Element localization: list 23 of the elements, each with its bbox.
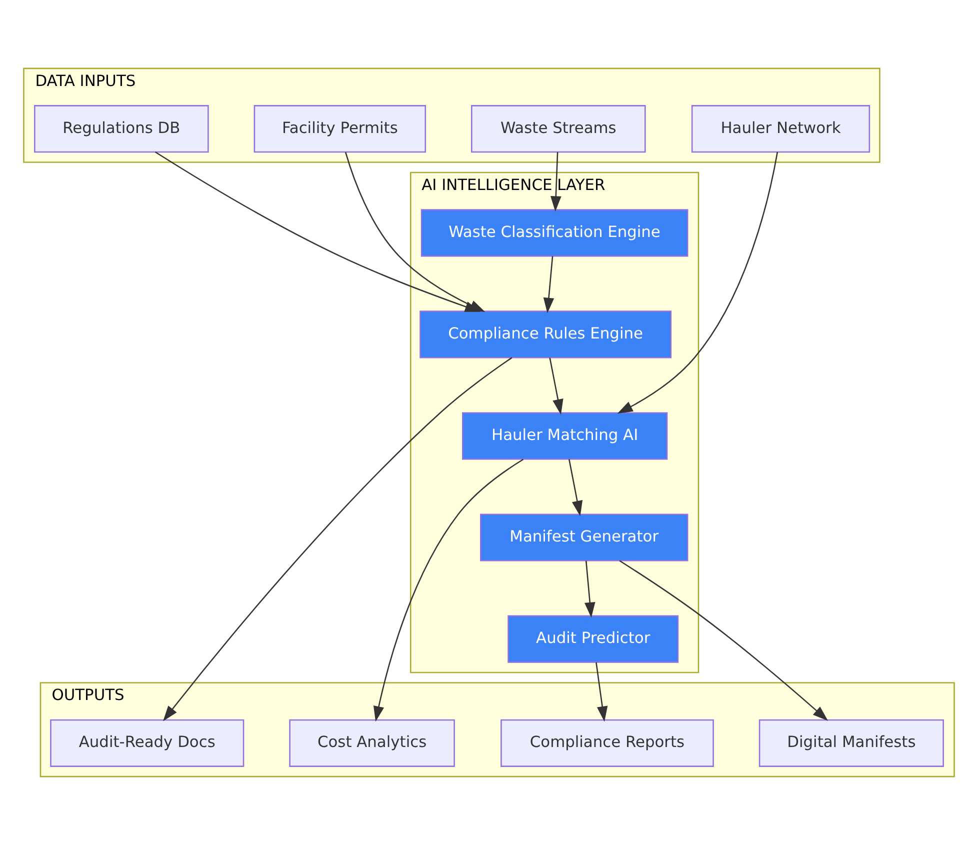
node-box: Audit Predictor bbox=[508, 614, 679, 662]
node-box: Compliance Reports bbox=[500, 718, 714, 766]
arrow bbox=[163, 356, 512, 721]
node-box: Waste Classification Engine bbox=[420, 208, 688, 256]
arrow bbox=[549, 357, 564, 414]
node-box: Waste Streams bbox=[471, 104, 646, 152]
node-box: Regulations DB bbox=[34, 104, 209, 152]
node-box: Facility Permits bbox=[254, 104, 426, 152]
arrow bbox=[373, 458, 524, 722]
arrow bbox=[568, 458, 583, 516]
arrow bbox=[584, 560, 596, 618]
node-box: Digital Manifests bbox=[758, 718, 944, 766]
arrow bbox=[617, 151, 778, 414]
arrow bbox=[550, 152, 562, 212]
node-box: Compliance Rules Engine bbox=[420, 310, 672, 358]
node-box: Manifest Generator bbox=[480, 513, 688, 561]
node-box: Hauler Network bbox=[691, 104, 870, 152]
arrow bbox=[543, 256, 554, 313]
arrow bbox=[619, 560, 828, 720]
node-box: Cost Analytics bbox=[289, 718, 455, 766]
node-box: Hauler Matching AI bbox=[462, 412, 668, 460]
node-box: Audit-Ready Docs bbox=[50, 718, 244, 766]
arrow bbox=[596, 662, 608, 722]
